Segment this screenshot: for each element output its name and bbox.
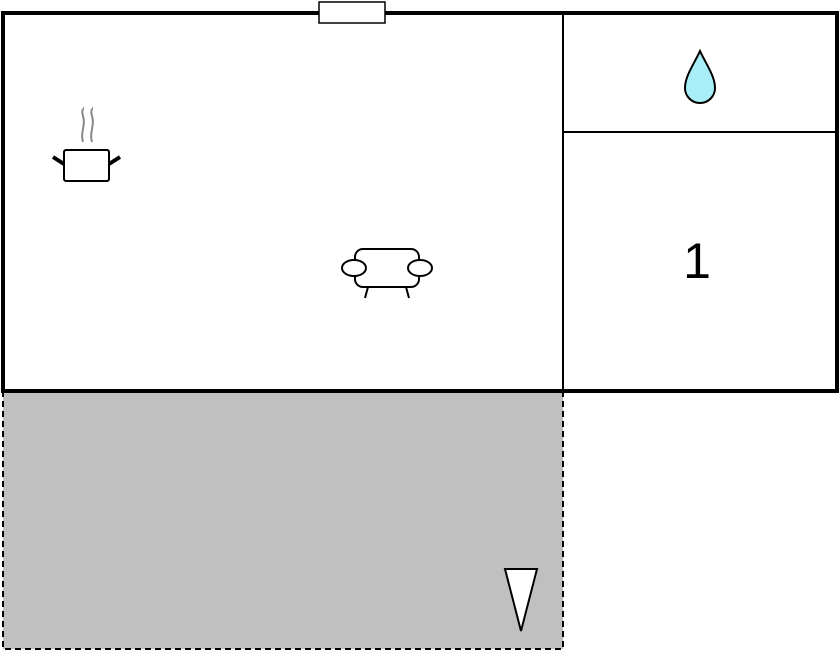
entrance-arrow-icon <box>503 568 539 632</box>
living-area <box>4 13 562 390</box>
pot-body <box>63 149 110 182</box>
steam-line-left <box>81 107 85 143</box>
pot-handle-right <box>107 155 122 166</box>
pot-handle-left <box>51 155 66 166</box>
sofa-arm-left <box>341 259 367 277</box>
sofa-leg-right <box>405 286 410 299</box>
cooking-pot-icon <box>51 107 122 182</box>
bedroom <box>563 132 837 390</box>
sofa-icon <box>341 248 433 299</box>
outer-walls <box>1 11 839 393</box>
window-icon <box>318 1 386 24</box>
bedroom-number: 1 <box>683 233 711 289</box>
sofa-arm-right <box>407 259 433 277</box>
water-drop-icon <box>683 48 717 104</box>
sofa-leg-left <box>364 286 369 299</box>
steam-line-right <box>90 107 94 143</box>
terrace <box>2 390 564 650</box>
